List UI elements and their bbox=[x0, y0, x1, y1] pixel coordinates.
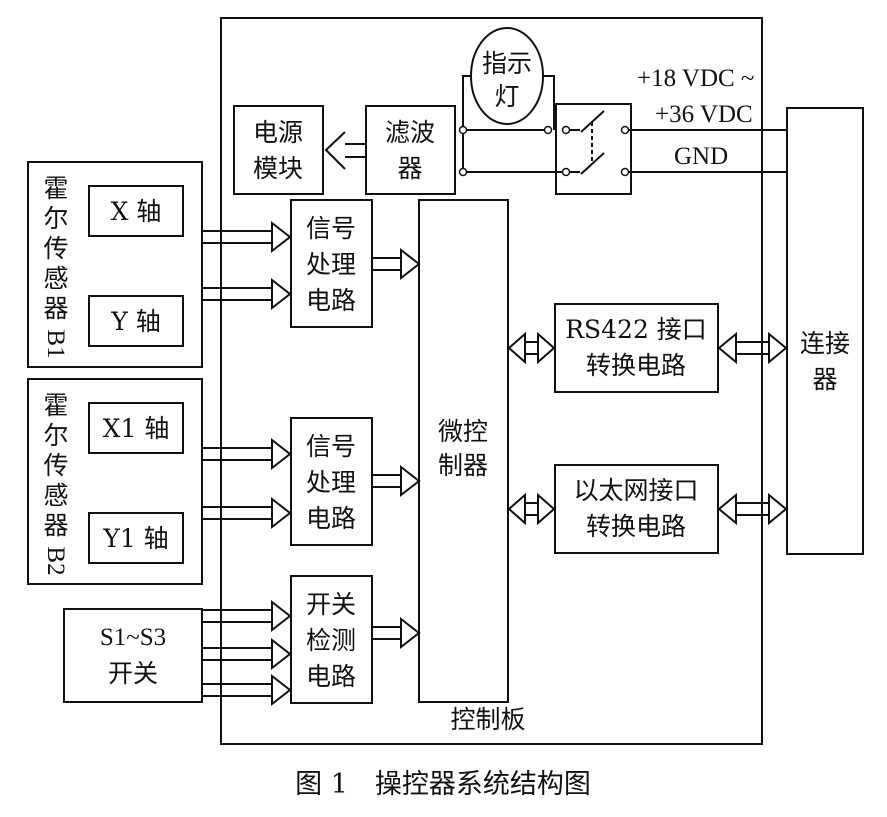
filter-to-power-arrow bbox=[324, 131, 366, 170]
axis-y-box bbox=[88, 295, 184, 347]
hall-sensor-b2-char-5: 器 bbox=[43, 511, 68, 540]
switch-detection-line2: 检测 bbox=[306, 626, 356, 655]
supply-voltage-line2: +36 VDC bbox=[655, 101, 753, 128]
ethernet-line2: 转换电路 bbox=[586, 512, 686, 541]
connector-line2: 器 bbox=[812, 365, 837, 394]
power-module-line2: 模块 bbox=[253, 154, 303, 183]
signal-arrows bbox=[202, 220, 421, 707]
rs422-line2: 转换电路 bbox=[586, 351, 686, 380]
hall-sensor-b2-char-6: B2 bbox=[42, 546, 69, 575]
signal-processing-2-line3: 电路 bbox=[306, 504, 356, 533]
power-module-line1: 电源 bbox=[253, 118, 303, 147]
axis-x-box bbox=[88, 185, 184, 237]
control-board-label: 控制板 bbox=[450, 705, 525, 734]
axis-y1-label: Y1 轴 bbox=[102, 524, 168, 553]
connector-line1: 连接 bbox=[800, 329, 850, 358]
signal-processing-2-line1: 信号 bbox=[306, 432, 356, 461]
hall-sensor-b2 bbox=[27, 378, 203, 585]
control-board bbox=[220, 17, 763, 745]
switches-box bbox=[63, 608, 203, 703]
supply-voltage-line1: +18 VDC ~ bbox=[637, 65, 754, 92]
power-wiring bbox=[462, 75, 787, 195]
hall-sensor-b1-char-4: 感 bbox=[43, 264, 68, 293]
hall-sensor-b1-char-3: 传 bbox=[43, 234, 68, 263]
ground-label: GND bbox=[674, 143, 728, 170]
axis-y1-box bbox=[88, 512, 184, 564]
hall-sensor-b2-char-1: 霍 bbox=[43, 391, 68, 420]
bidirectional-arrows bbox=[507, 331, 788, 526]
axis-x-label: X 轴 bbox=[111, 197, 162, 226]
filter-line2: 器 bbox=[397, 154, 422, 183]
hall-sensor-b1-char-6: B1 bbox=[42, 329, 69, 358]
signal-processing-1 bbox=[290, 199, 373, 328]
signal-processing-2 bbox=[290, 417, 373, 546]
switch-detection-line3: 电路 bbox=[306, 662, 356, 691]
switches-line2: 开关 bbox=[108, 659, 158, 688]
hall-sensor-b1 bbox=[27, 161, 203, 368]
hall-sensor-b1-char-2: 尔 bbox=[43, 204, 68, 233]
switches-line1: S1~S3 bbox=[100, 624, 166, 651]
axis-y-label: Y 轴 bbox=[110, 307, 160, 336]
hall-sensor-b1-char-5: 器 bbox=[43, 294, 68, 323]
terminal-dots bbox=[458, 125, 630, 177]
indicator-light-line1: 指示 bbox=[482, 49, 532, 78]
signal-processing-1-line2: 处理 bbox=[306, 250, 356, 279]
ethernet-line1: 以太网接口 bbox=[573, 476, 698, 505]
connector bbox=[786, 107, 864, 555]
axis-x1-label: X1 轴 bbox=[103, 414, 170, 443]
signal-processing-1-line3: 电路 bbox=[306, 286, 356, 315]
hall-sensor-b2-char-4: 感 bbox=[43, 481, 68, 510]
microcontroller-line1: 微控 bbox=[438, 417, 488, 446]
axis-x1-box bbox=[88, 402, 184, 454]
microcontroller-line2: 制器 bbox=[438, 451, 488, 480]
filter bbox=[365, 105, 456, 195]
hall-sensor-b1-char-1: 霍 bbox=[43, 174, 68, 203]
indicator-light-line2: 灯 bbox=[494, 82, 519, 111]
signal-processing-1-line1: 信号 bbox=[306, 214, 356, 243]
filter-line1: 滤波 bbox=[385, 118, 435, 147]
signal-processing-2-line2: 处理 bbox=[306, 468, 356, 497]
microcontroller bbox=[418, 199, 509, 703]
rs422-line1: RS422 接口 bbox=[565, 315, 707, 344]
figure-caption: 图 1 操控器系统结构图 bbox=[295, 769, 591, 800]
hall-sensor-b2-char-2: 尔 bbox=[43, 421, 68, 450]
hall-sensor-b2-char-3: 传 bbox=[43, 451, 68, 480]
switch-detection-line1: 开关 bbox=[306, 590, 356, 619]
power-module bbox=[233, 105, 324, 195]
